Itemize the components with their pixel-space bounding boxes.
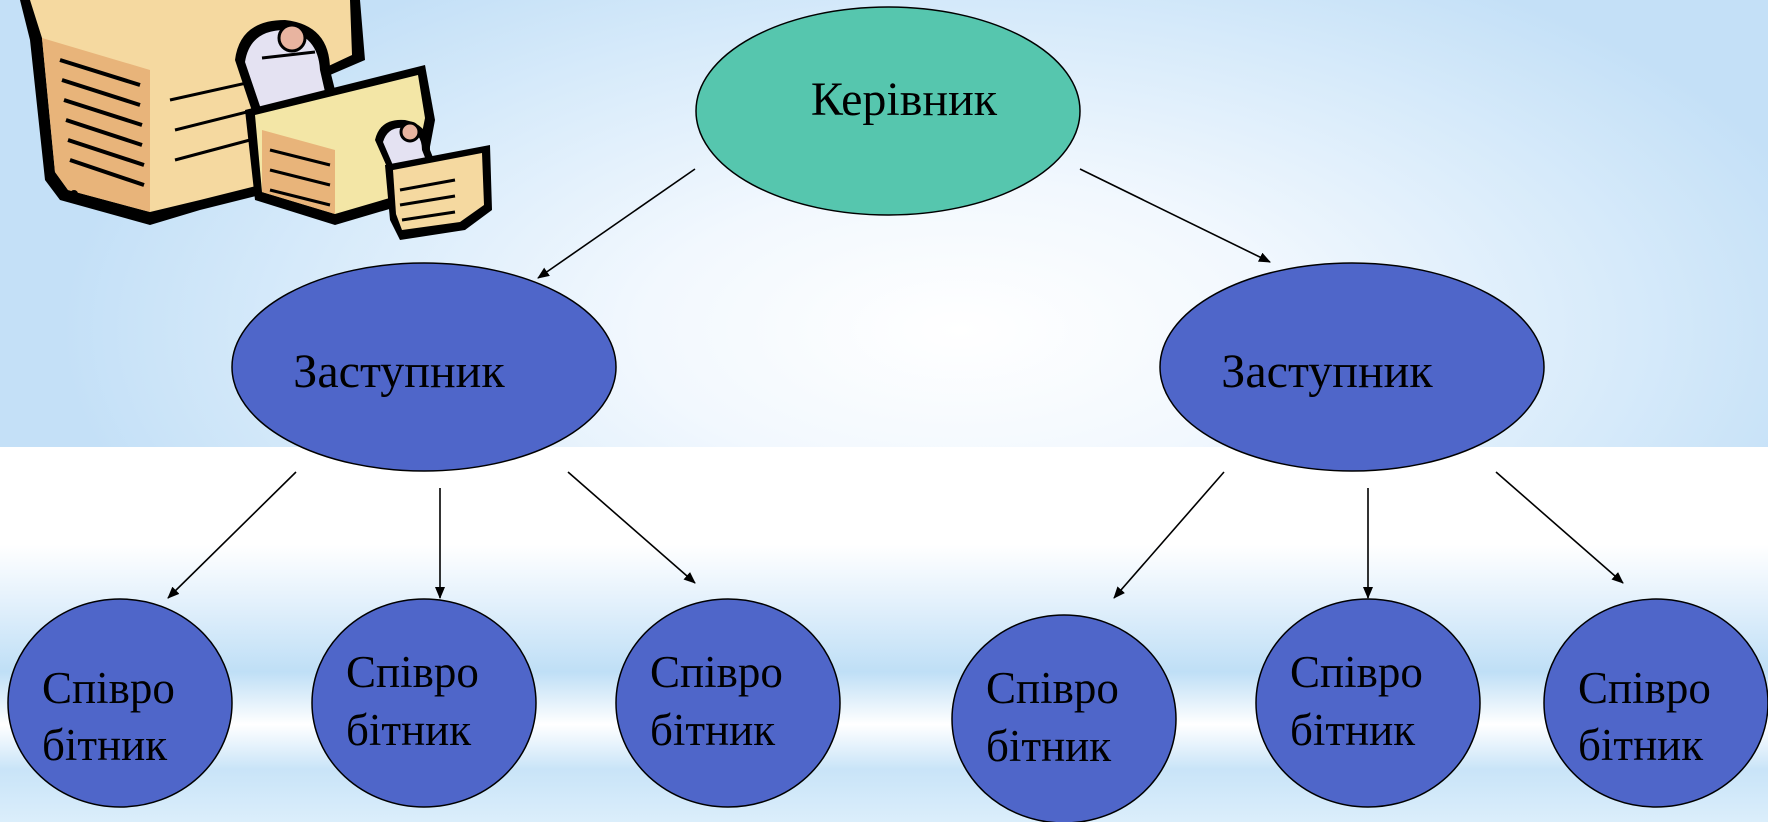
arrow-deputy-left-to-employee-3 <box>567 471 696 584</box>
node-deputy-right-label: Заступник <box>1221 345 1433 398</box>
node-employee-6: Співро бітник <box>1543 598 1768 808</box>
arrow-root-to-deputy-right <box>1079 168 1271 263</box>
node-employee-1-shape <box>7 598 233 808</box>
node-employee-3: Співро бітник <box>615 598 841 808</box>
node-deputy-right-shape <box>1159 262 1545 472</box>
arrow-deputy-left-to-employee-1 <box>167 471 297 599</box>
node-employee-1-line2: бітник <box>42 720 167 770</box>
node-deputy-left-label: Заступник <box>293 345 505 398</box>
node-employee-4-shape <box>951 614 1177 822</box>
arrow-root-to-deputy-left <box>537 168 696 279</box>
node-deputy-left: Заступник <box>231 262 617 472</box>
node-employee-5: Співро бітник <box>1255 598 1481 808</box>
node-employee-6-line1: Співро <box>1578 663 1711 713</box>
node-employee-5-line1: Співро <box>1290 647 1423 697</box>
node-root-shape <box>695 6 1081 216</box>
node-root-label: Керівник <box>811 73 998 126</box>
node-employee-4: Співро бітник <box>951 614 1177 822</box>
node-employee-2-line1: Співро <box>346 647 479 697</box>
office-desk-clipart-icon <box>20 0 492 240</box>
node-employee-6-shape <box>1543 598 1768 808</box>
background-bottom <box>0 447 1768 822</box>
node-employee-3-shape <box>615 598 841 808</box>
node-employee-4-line2: бітник <box>986 721 1111 771</box>
node-root: Керівник <box>695 6 1081 216</box>
node-employee-1: Співро бітник <box>7 598 233 808</box>
arrow-deputy-right-to-employee-4 <box>1113 471 1225 599</box>
node-deputy-left-shape <box>231 262 617 472</box>
node-deputy-right: Заступник <box>1159 262 1545 472</box>
node-employee-5-shape <box>1255 598 1481 808</box>
node-employee-6-line2: бітник <box>1578 720 1703 770</box>
node-employee-1-line1: Співро <box>42 663 175 713</box>
node-employee-5-line2: бітник <box>1290 705 1415 755</box>
node-employee-2: Співро бітник <box>311 598 537 808</box>
arrow-deputy-right-to-employee-6 <box>1495 471 1624 584</box>
node-employee-2-shape <box>311 598 537 808</box>
connector-arrows <box>167 168 1624 599</box>
node-employee-3-line1: Співро <box>650 647 783 697</box>
node-employee-4-line1: Співро <box>986 663 1119 713</box>
node-employee-2-line2: бітник <box>346 705 471 755</box>
node-employee-3-line2: бітник <box>650 705 775 755</box>
